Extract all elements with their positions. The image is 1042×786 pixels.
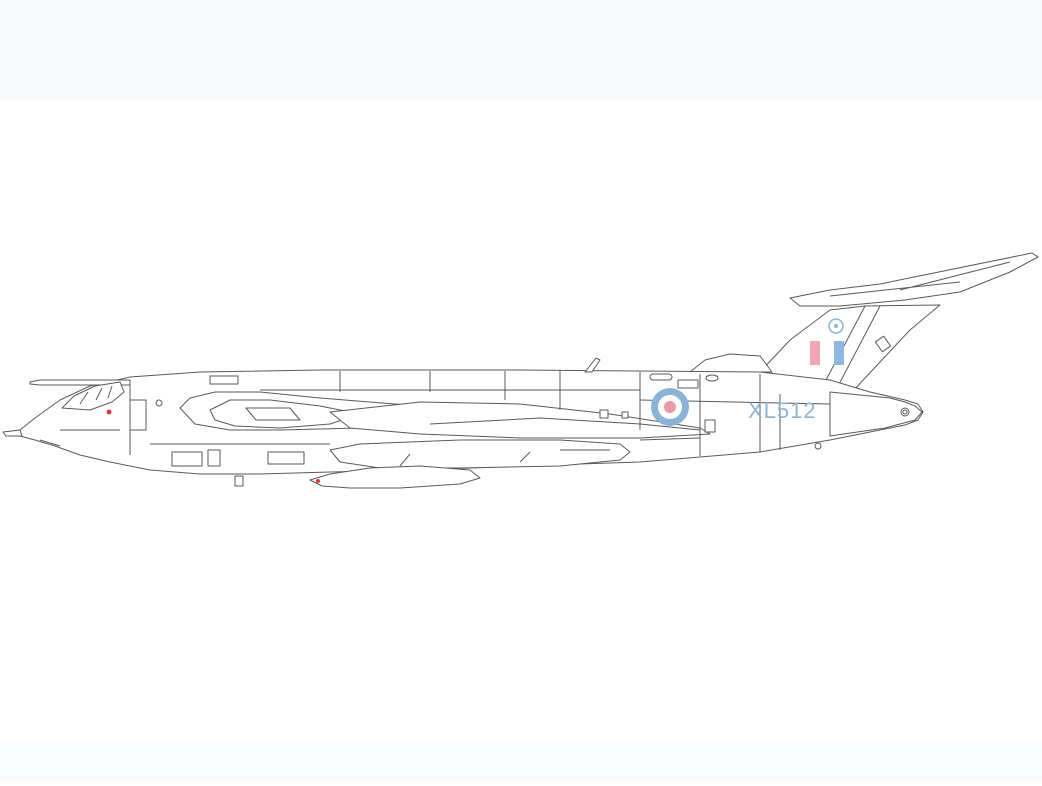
window-porthole xyxy=(155,399,163,407)
nose-wheel xyxy=(814,442,822,450)
bottom-background-band xyxy=(0,743,1042,781)
tail-cone xyxy=(829,391,923,437)
hatch-7 xyxy=(599,409,609,419)
antenna xyxy=(584,357,601,373)
rudder-line xyxy=(825,305,881,391)
hatch-8 xyxy=(621,411,629,419)
intake-lip xyxy=(245,407,301,421)
rafroundel xyxy=(651,388,689,426)
tailplane xyxy=(789,252,1039,307)
hatch-5 xyxy=(207,449,221,467)
fin-panel xyxy=(874,335,892,353)
tailplane-detail xyxy=(829,261,1011,297)
squadron-badge xyxy=(828,318,844,334)
main-wing xyxy=(329,401,711,439)
top-background-band xyxy=(0,0,1042,100)
squadron-badge-center xyxy=(834,324,838,328)
nose-gear-door xyxy=(234,475,244,487)
hatch-9 xyxy=(704,419,716,433)
crew-door xyxy=(129,399,147,431)
serial-number: XL512 xyxy=(748,398,817,423)
nose-marker xyxy=(106,409,112,415)
hatch-4 xyxy=(171,451,203,467)
cockpit-canopy xyxy=(61,381,125,411)
fin-flash-left xyxy=(810,341,820,365)
hatch-1 xyxy=(209,375,239,385)
vent-1 xyxy=(705,374,719,382)
tail-light-inner xyxy=(902,409,908,415)
hatch-6 xyxy=(267,451,305,465)
tail-marker xyxy=(316,479,320,483)
nose-pitot xyxy=(2,429,23,437)
pylon xyxy=(399,449,610,467)
hatch-3 xyxy=(677,379,699,389)
canopy-frame xyxy=(79,385,113,405)
fin-root-fairing xyxy=(689,353,773,373)
underwing-tank-rear xyxy=(329,439,631,469)
hatch-2 xyxy=(649,373,673,381)
fin-flash-right xyxy=(834,341,844,365)
underwing-tank-front xyxy=(309,465,481,489)
wing-leading-edge xyxy=(429,417,701,431)
